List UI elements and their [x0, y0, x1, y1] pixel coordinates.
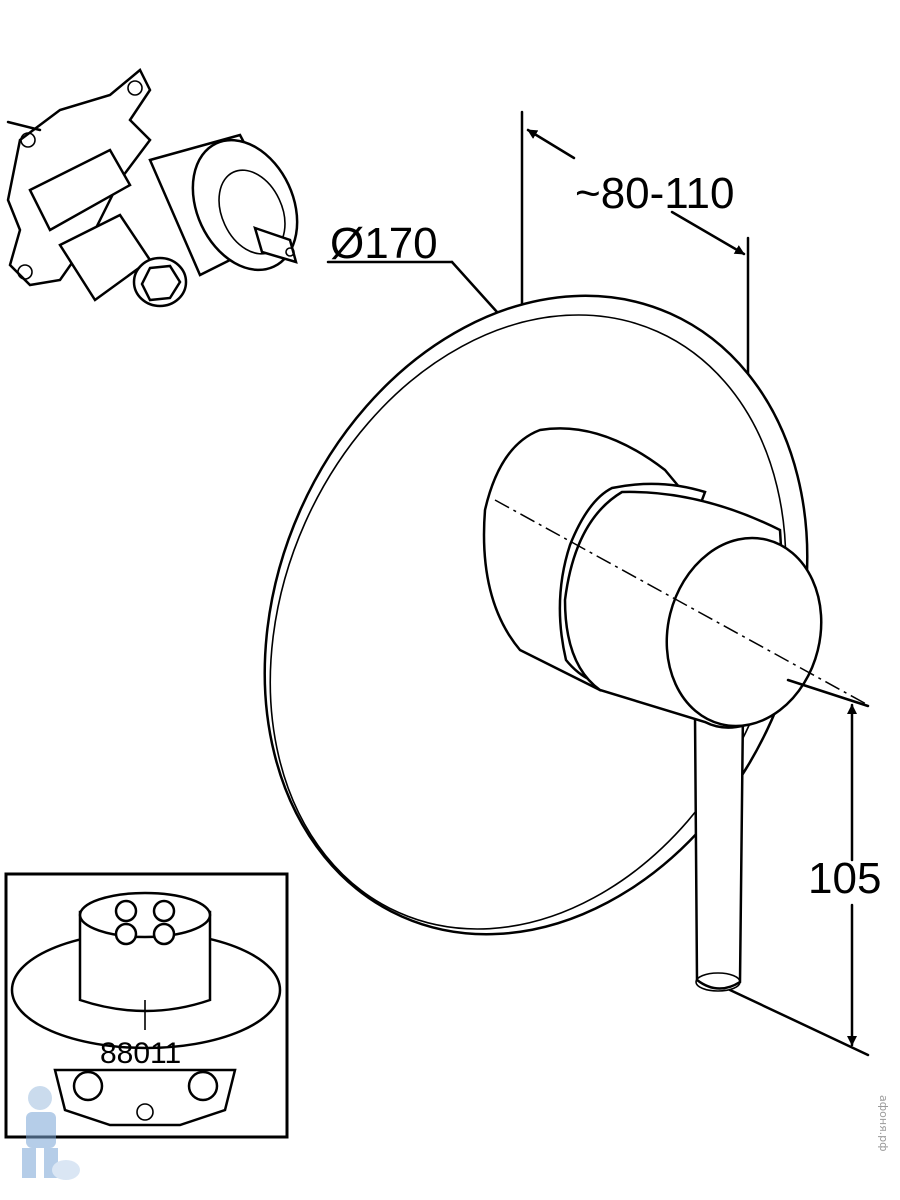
inset-panel: 88011 — [4, 872, 289, 1139]
projection-dimension: ~80-110 — [520, 110, 750, 597]
handle-cylinder — [482, 427, 869, 729]
diameter-dimension: Ø170 — [326, 219, 508, 324]
diameter-label: Ø170 — [330, 219, 438, 268]
part-number: 88011 — [100, 1037, 181, 1070]
height-label: 105 — [808, 854, 881, 903]
watermark-text: афоня.рф — [877, 1095, 890, 1152]
lever-handle — [693, 708, 745, 992]
projection-label: ~80-110 — [575, 169, 734, 218]
bolt-icons — [114, 899, 176, 946]
height-dimension: 105 — [728, 678, 881, 1057]
plumber-mascot-logo — [22, 1086, 80, 1180]
concealed-valve-body — [6, 68, 299, 308]
